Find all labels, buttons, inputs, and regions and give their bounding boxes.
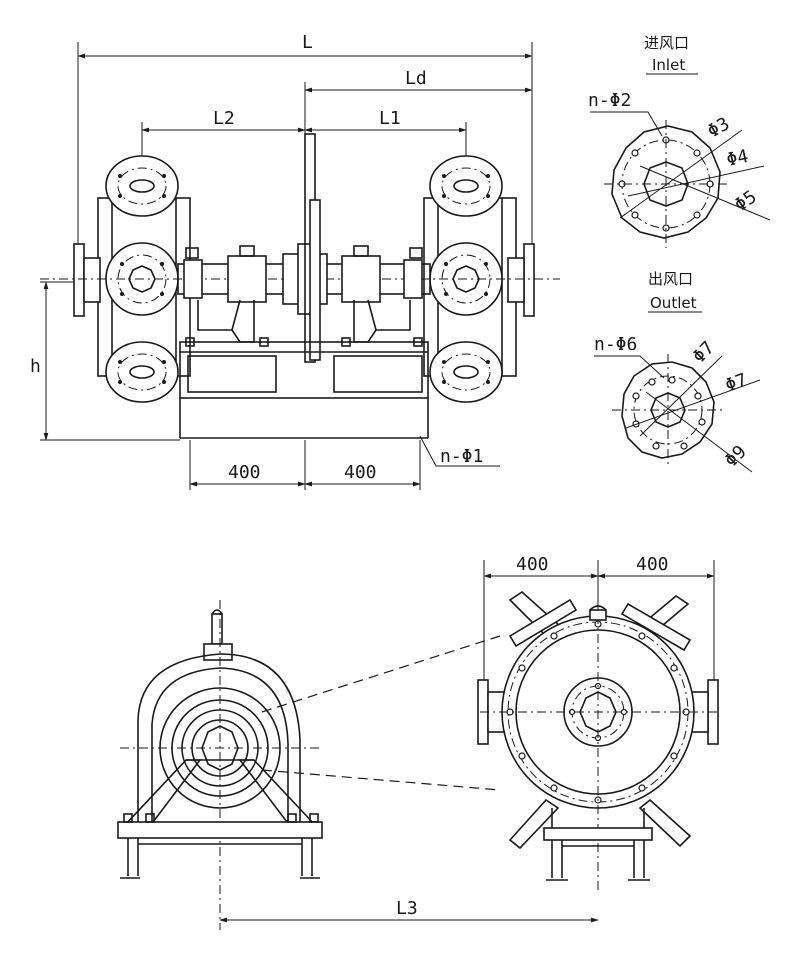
outlet-label-cn: 出风口: [648, 270, 693, 288]
outlet-label-en: Outlet: [650, 294, 697, 312]
outlet-flange-detail: 出风口 Outlet n-Φ6 Φ7 Φ7 Φ9: [594, 270, 761, 473]
dim-L3: L3: [396, 898, 418, 919]
label-n-phi2: n-Φ2: [588, 90, 631, 111]
inlet-flange-detail: 进风口 Inlet n-Φ2 Φ3 Φ4 Φ5: [588, 34, 771, 248]
label-phi4: Φ4: [725, 146, 751, 171]
dim-400-end-left: 400: [516, 554, 549, 575]
dim-h: h: [30, 356, 41, 377]
label-n-phi1: n-Φ1: [440, 446, 483, 467]
dim-400-left: 400: [228, 462, 261, 483]
side-view: [117, 600, 323, 930]
projection-line-lower: [261, 769, 501, 791]
dim-400-end-right: 400: [636, 554, 669, 575]
dim-L: L: [302, 32, 313, 53]
inlet-label-en: Inlet: [652, 56, 685, 74]
label-phi9: Φ9: [721, 441, 751, 471]
inlet-flange-right-bottom: [429, 341, 503, 403]
dim-L1: L1: [379, 108, 401, 129]
dim-400-right: 400: [344, 462, 377, 483]
inlet-label-cn: 进风口: [644, 34, 689, 52]
end-view: 400 400: [477, 554, 720, 890]
label-n-phi6: n-Φ6: [594, 334, 637, 355]
inlet-flange-left-top: [105, 155, 179, 217]
dim-Ld: Ld: [405, 68, 427, 89]
inlet-flange-right-top: [429, 155, 503, 217]
inlet-flange-left-bottom: [105, 341, 179, 403]
label-phi5: Φ5: [731, 186, 761, 216]
front-view: L Ld L2 L1 h: [30, 32, 560, 490]
projection-line-upper: [261, 635, 501, 713]
label-phi7-b: Φ7: [723, 370, 751, 397]
dim-L2: L2: [213, 108, 235, 129]
label-phi3: Φ3: [704, 113, 733, 142]
